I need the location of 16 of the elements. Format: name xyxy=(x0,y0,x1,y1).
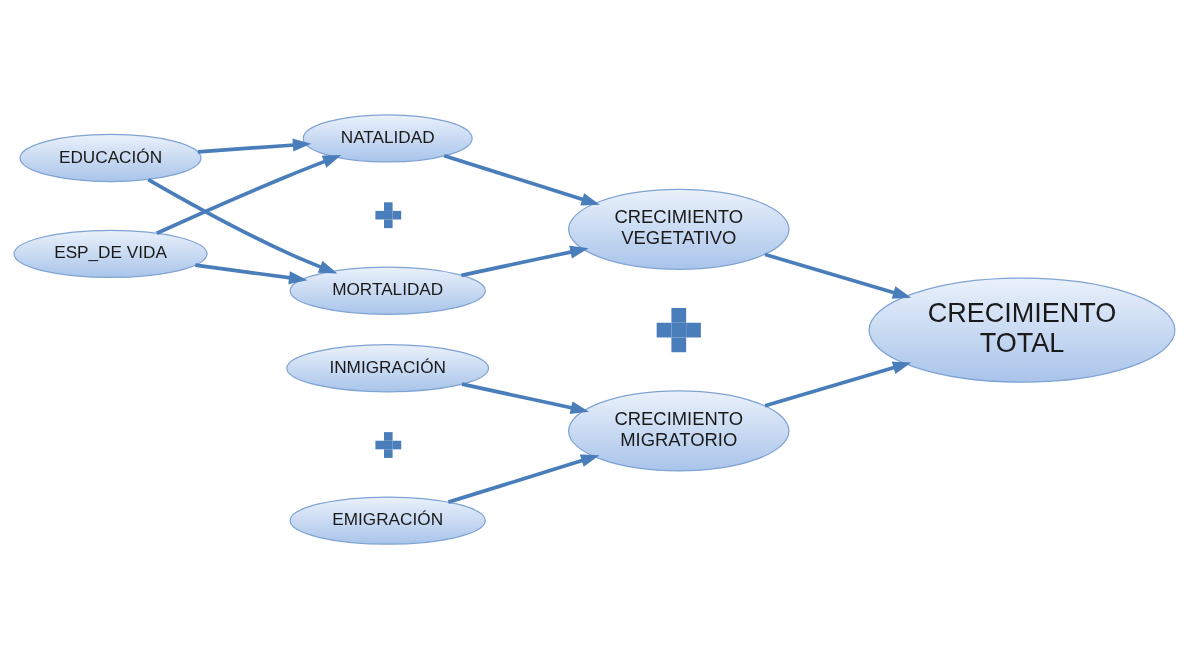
node-ellipse: NATALIDAD xyxy=(302,113,473,163)
node-ellipse: CRECIMIENTO TOTAL xyxy=(868,276,1176,383)
arrow xyxy=(443,153,600,205)
arrow xyxy=(156,154,342,235)
arrow xyxy=(461,245,589,277)
arrow xyxy=(764,361,912,407)
arrow xyxy=(197,138,312,154)
arrow xyxy=(764,252,912,299)
arrow xyxy=(147,177,338,273)
node-ellipse: EDUCACIÓN xyxy=(19,133,202,182)
node-ellipse: EMIGRACIÓN xyxy=(289,495,486,545)
arrow xyxy=(461,381,590,414)
node-ellipse: ESP_DE VIDA xyxy=(13,229,208,278)
arrow xyxy=(447,454,600,504)
arrow xyxy=(195,262,308,284)
node-ellipse: INMIGRACIÓN xyxy=(286,343,490,392)
